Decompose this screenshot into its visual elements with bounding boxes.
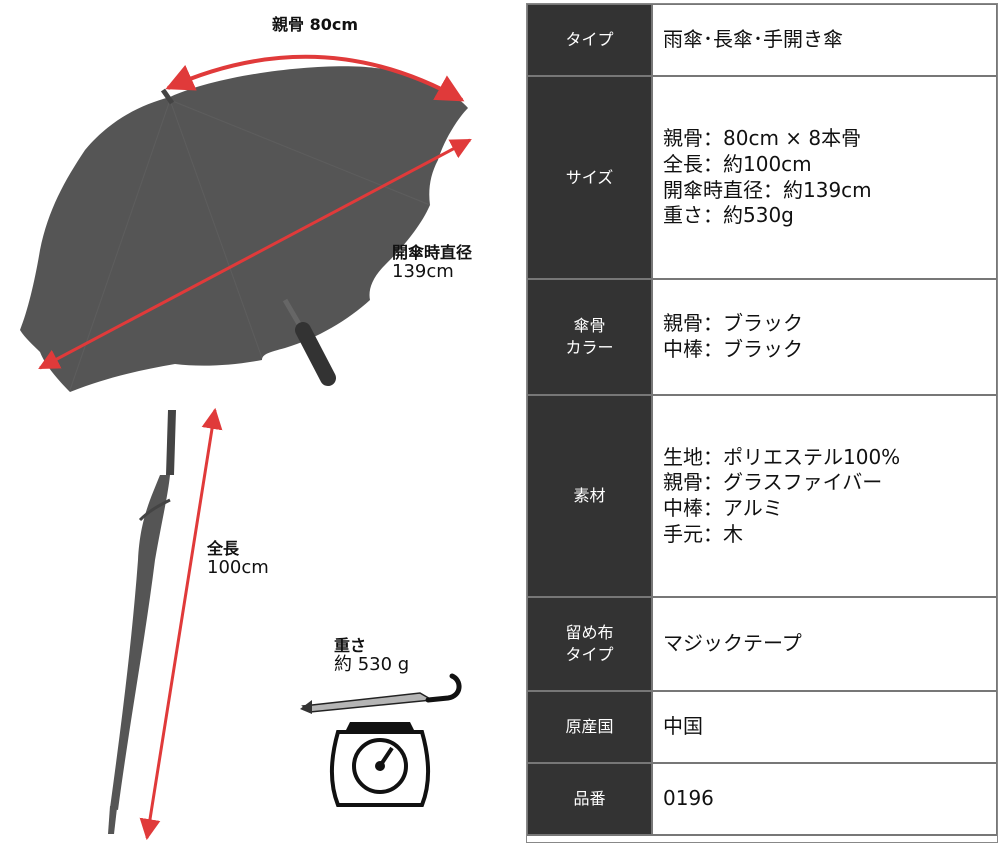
umbrella-drawing xyxy=(20,54,472,841)
spec-row-product-number: 品番 0196 xyxy=(526,762,998,836)
diameter-label-text: 開傘時直径 xyxy=(392,243,473,262)
rib-length-text: 親骨 80cm xyxy=(272,15,358,34)
spec-key: 留め布 タイプ xyxy=(526,596,653,692)
spec-value: 0196 xyxy=(651,762,998,836)
spec-key: 傘骨 カラー xyxy=(526,278,653,396)
spec-row-strap-type: 留め布 タイプ マジックテープ xyxy=(526,596,998,692)
length-label: 全長 100cm xyxy=(207,539,269,579)
length-value: 100cm xyxy=(207,557,269,579)
diameter-arrow xyxy=(38,138,472,370)
length-label-text: 全長 xyxy=(207,539,240,558)
rib-length-label: 親骨 80cm xyxy=(272,15,358,34)
spec-row-size: サイズ 親骨：80cm × 8本骨 全長：約100cm 開傘時直径：約139cm… xyxy=(526,75,998,280)
spec-value: 親骨：ブラック 中棒：ブラック xyxy=(651,278,998,396)
spec-key: タイプ xyxy=(526,3,653,77)
product-illustration: 親骨 80cm 開傘時直径 139cm 全長 100cm 重さ 約 530 g xyxy=(20,15,473,841)
weight-label: 重さ 約 530 g xyxy=(334,636,410,676)
diameter-label: 開傘時直径 139cm xyxy=(392,243,473,283)
closed-umbrella-icon xyxy=(108,410,176,834)
spec-key: 原産国 xyxy=(526,690,653,764)
spec-value: マジックテープ xyxy=(651,596,998,692)
spec-value: 中国 xyxy=(651,690,998,764)
spec-table: タイプ 雨傘･長傘･手開き傘 サイズ 親骨：80cm × 8本骨 全長：約100… xyxy=(526,3,998,836)
spec-key: 品番 xyxy=(526,762,653,836)
spec-row-type: タイプ 雨傘･長傘･手開き傘 xyxy=(526,3,998,77)
rib-length-arrow xyxy=(165,54,465,102)
spec-value: 生地：ポリエステル100% 親骨：グラスファイバー 中棒：アルミ 手元：木 xyxy=(651,394,998,598)
spec-row-frame-color: 傘骨 カラー 親骨：ブラック 中棒：ブラック xyxy=(526,278,998,396)
spec-value: 親骨：80cm × 8本骨 全長：約100cm 開傘時直径：約139cm 重さ：… xyxy=(651,75,998,280)
scale-icon xyxy=(300,673,462,807)
spec-value: 雨傘･長傘･手開き傘 xyxy=(651,3,998,77)
spec-row-material: 素材 生地：ポリエステル100% 親骨：グラスファイバー 中棒：アルミ 手元：木 xyxy=(526,394,998,598)
diameter-value: 139cm xyxy=(392,261,454,283)
spec-key: 素材 xyxy=(526,394,653,598)
weight-value: 約 530 g xyxy=(334,654,410,676)
spec-row-origin: 原産国 中国 xyxy=(526,690,998,764)
total-length-arrow xyxy=(139,407,223,841)
folded-umbrella-icon xyxy=(301,692,435,713)
weight-label-text: 重さ xyxy=(334,636,367,655)
spec-key: サイズ xyxy=(526,75,653,280)
